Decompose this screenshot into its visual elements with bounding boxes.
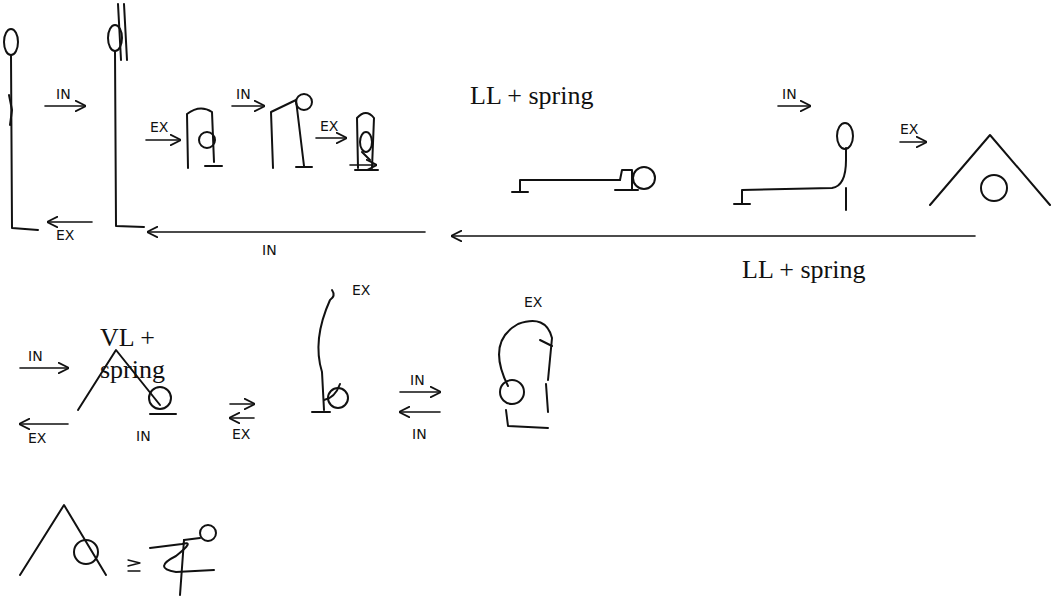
standing-figure [4, 29, 38, 230]
breath-label: IN [410, 372, 425, 388]
plank-figure [512, 167, 655, 192]
arms-up-figure [108, 4, 144, 227]
breath-label: EX [56, 227, 74, 243]
breath-label: IN [782, 86, 797, 102]
flow-arrow [20, 106, 975, 424]
breath-label: EX [28, 430, 46, 446]
twist-figure [150, 525, 216, 595]
breath-label: IN [136, 428, 151, 444]
transition-note: LL + spring [470, 80, 593, 112]
downward-dog-figure [930, 135, 1050, 205]
downward-dog-figure [20, 505, 106, 575]
transition-note: VL + spring [100, 322, 180, 386]
breath-label: IN [236, 86, 251, 102]
breath-label: EX [524, 294, 542, 310]
upward-dog-figure [734, 123, 853, 210]
breath-label: EX [150, 119, 168, 135]
exchange-symbol [128, 560, 140, 571]
breath-label: EX [352, 282, 370, 298]
transition-note: LL + spring [742, 254, 865, 286]
breath-label: IN [56, 86, 71, 102]
breath-label: EX [320, 118, 338, 134]
breath-label: IN [262, 242, 277, 258]
breath-label: IN [28, 348, 43, 364]
breath-label: EX [232, 426, 250, 442]
breath-label: IN [412, 426, 427, 442]
half-lift-figure [271, 94, 312, 168]
arched-figure [312, 290, 348, 412]
curled-figure [499, 321, 552, 428]
breath-label: EX [900, 121, 918, 137]
crouch-figure [355, 113, 378, 170]
forward-fold-figure [187, 108, 222, 168]
